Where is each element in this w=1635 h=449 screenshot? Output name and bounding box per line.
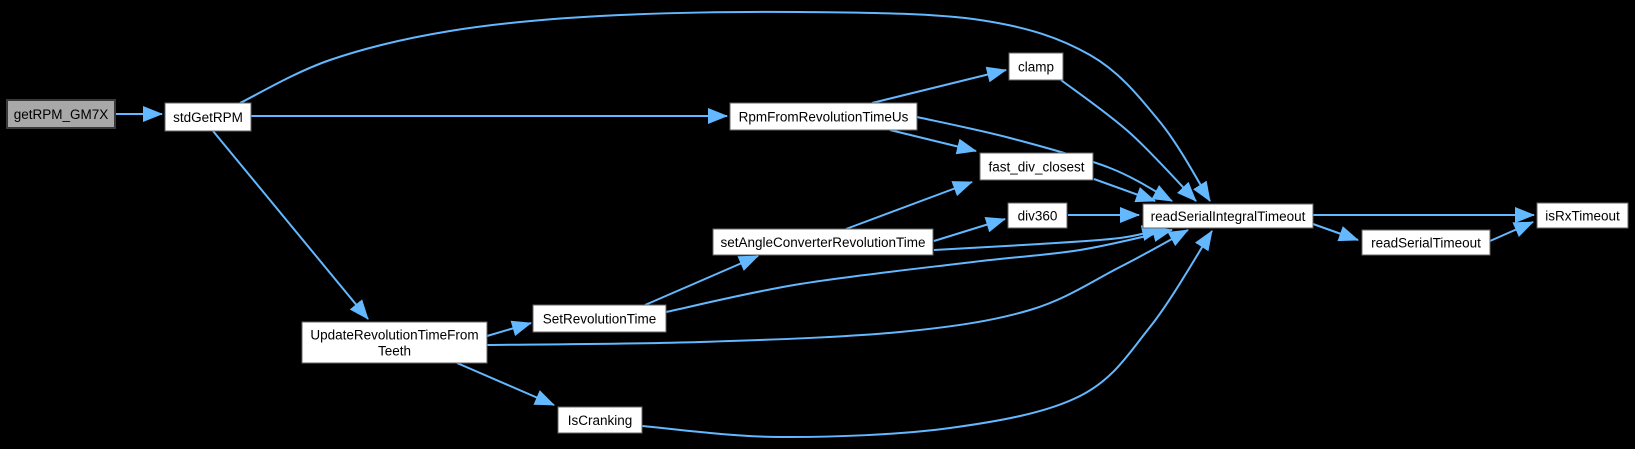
node-readSerialTimeout[interactable]: readSerialTimeout [1361,229,1491,256]
node-IsCranking[interactable]: IsCranking [557,406,643,434]
edge-stdGetRPM-to-readSerialIntegralTimeout [239,10,1211,202]
node-div360[interactable]: div360 [1007,202,1068,229]
edge-setAngleConverterRevolutionTime-to-fast_div_closest [845,181,973,230]
node-fast_div_closest[interactable]: fast_div_closest [979,152,1094,181]
edge-layer [115,10,1535,439]
edge-fast_div_closest-to-readSerialIntegralTimeout [1093,178,1156,203]
edge-UpdateRevolutionTimeFromTeeth-to-IsCranking [456,362,555,406]
edge-RpmFromRevolutionTimeUs-to-readSerialIntegralTimeout [916,116,1173,202]
node-getRPM_GM7X[interactable]: getRPM_GM7X [6,99,116,129]
edge-stdGetRPM-to-UpdateRevolutionTimeFromTeeth [212,130,369,320]
node-readSerialIntegralTimeout[interactable]: readSerialIntegralTimeout [1142,203,1314,229]
edge-IsCranking-to-readSerialIntegralTimeout [641,230,1213,439]
edge-UpdateRevolutionTimeFromTeeth-to-SetRevolutionTime [486,320,532,337]
node-SetRevolutionTime[interactable]: SetRevolutionTime [532,304,667,333]
edge-setAngleConverterRevolutionTime-to-readSerialIntegralTimeout [933,225,1162,251]
edge-SetRevolutionTime-to-setAngleConverterRevolutionTime [644,255,759,306]
edge-RpmFromRevolutionTimeUs-to-clamp [871,66,1007,104]
node-setAngleConverterRevolutionTime[interactable]: setAngleConverterRevolutionTime [712,228,934,256]
edge-RpmFromRevolutionTimeUs-to-fast_div_closest [889,129,977,155]
edge-clamp-to-readSerialIntegralTimeout [1060,79,1197,202]
edge-SetRevolutionTime-to-readSerialIntegralTimeout [665,226,1173,313]
edge-UpdateRevolutionTimeFromTeeth-to-readSerialIntegralTimeout [486,229,1189,346]
node-layer: getRPM_GM7X stdGetRPM RpmFromRevolutionTim… [6,52,1629,434]
edge-setAngleConverterRevolutionTime-to-div360 [933,216,1006,242]
node-RpmFromRevolutionTimeUs[interactable]: RpmFromRevolutionTimeUs [729,102,918,131]
node-isRxTimeout[interactable]: isRxTimeout [1536,202,1629,229]
node-clamp[interactable]: clamp [1008,52,1064,81]
node-stdGetRPM[interactable]: stdGetRPM [164,102,252,132]
edge-readSerialTimeout-to-isRxTimeout [1489,221,1534,242]
edge-readSerialIntegralTimeout-to-readSerialTimeout [1312,223,1359,242]
